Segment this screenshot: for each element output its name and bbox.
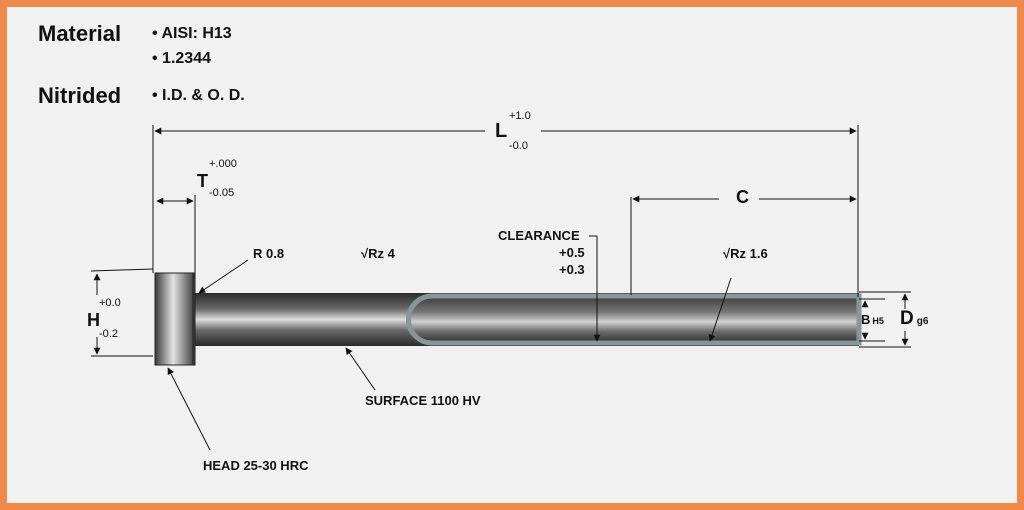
dim-H-tol-upper: +0.0	[99, 297, 121, 309]
part-drawing	[90, 125, 911, 451]
nitrided-item-1-text: I.D. & O. D.	[162, 87, 245, 104]
dim-B-letter: B	[861, 312, 871, 327]
dim-D-letter: D	[900, 308, 914, 329]
clearance-tol-upper: +0.5	[559, 245, 585, 260]
surface-leader	[345, 347, 376, 391]
radius-leader	[198, 259, 249, 294]
dim-L-label: L	[495, 120, 508, 142]
nitrided-item-1: • I.D. & O. D.	[152, 87, 245, 104]
dim-D-fit: g6	[916, 316, 929, 327]
pin-head	[154, 272, 196, 366]
dim-T-label: T	[197, 171, 208, 191]
dim-C-label: C	[736, 187, 749, 207]
dim-T-tol-lower: -0.05	[209, 187, 235, 199]
clearance-label: CLEARANCE	[498, 228, 580, 243]
surface-note: SURFACE 1100 HV	[365, 393, 481, 408]
material-item-1: • AISI: H13	[152, 25, 232, 42]
material-item-2-text: 1.2344	[162, 50, 211, 67]
dim-H-tol-lower: -0.2	[99, 328, 118, 340]
material-label: Material	[38, 21, 122, 46]
pin-bore	[406, 293, 862, 346]
dim-L-tol-upper: +1.0	[509, 110, 531, 122]
dim-T-tol-upper: +.000	[209, 158, 237, 170]
dim-H-label: H	[87, 310, 100, 330]
clearance-tol-lower: +0.3	[559, 262, 585, 277]
head-leader	[167, 367, 211, 451]
dim-L-tol-lower: -0.0	[509, 140, 528, 152]
radius-note: R 0.8	[253, 246, 285, 261]
roughness-bore-leader	[708, 277, 732, 342]
roughness-shank-note: √Rz 4	[361, 246, 395, 261]
roughness-bore-note: √Rz 1.6	[723, 246, 768, 261]
nitrided-label: Nitrided	[38, 83, 122, 108]
material-item-2: • 1.2344	[152, 50, 211, 67]
dim-B-fit: H5	[872, 316, 884, 326]
head-note: HEAD 25-30 HRC	[203, 458, 309, 473]
material-item-1-text: AISI: H13	[161, 25, 232, 42]
H-extension-top	[90, 268, 154, 272]
